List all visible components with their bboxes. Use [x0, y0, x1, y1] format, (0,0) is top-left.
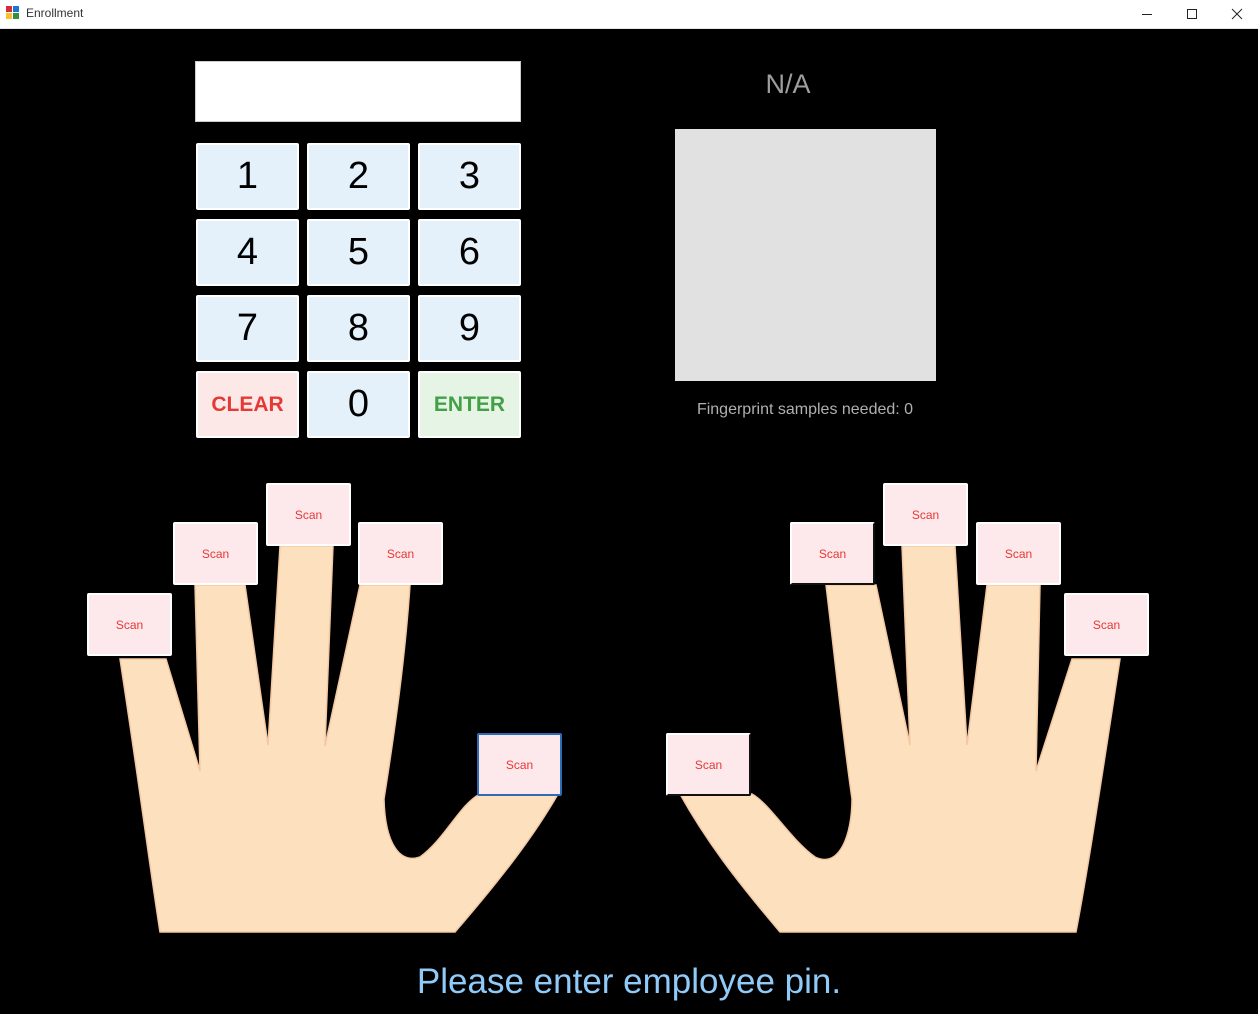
scan-right-index-button[interactable]: Scan [790, 522, 875, 585]
right-hand [678, 545, 1121, 933]
maximize-icon [1186, 9, 1197, 19]
enter-button[interactable]: ENTER [418, 371, 521, 438]
scan-left-middle-button[interactable]: Scan [266, 483, 351, 546]
employee-name: N/A [765, 69, 811, 99]
scan-right-thumb-button[interactable]: Scan [666, 733, 751, 796]
key-7[interactable]: 7 [196, 295, 299, 362]
app-icon [6, 6, 20, 20]
key-4[interactable]: 4 [196, 219, 299, 286]
minimize-button[interactable] [1124, 0, 1169, 28]
clear-button[interactable]: CLEAR [196, 371, 299, 438]
scan-right-middle-button[interactable]: Scan [883, 483, 968, 546]
maximize-button[interactable] [1169, 0, 1214, 28]
window-title: Enrollment [26, 6, 84, 20]
close-icon [1231, 8, 1242, 20]
title-bar: Enrollment [0, 0, 1258, 29]
left-hand [119, 545, 560, 933]
scan-left-ring-button[interactable]: Scan [173, 522, 258, 585]
key-8[interactable]: 8 [307, 295, 410, 362]
scan-left-index-button[interactable]: Scan [358, 522, 443, 585]
key-1[interactable]: 1 [196, 143, 299, 210]
minimize-icon [1141, 14, 1152, 15]
enrollment-panel: 1 2 3 4 5 6 7 8 9 CLEAR 0 ENTER N/A Fing… [0, 29, 1258, 1014]
key-6[interactable]: 6 [418, 219, 521, 286]
scan-left-thumb-button[interactable]: Scan [477, 733, 562, 796]
fingerprint-preview [675, 129, 936, 381]
fingerprint-status: Fingerprint samples needed: 0 [696, 401, 914, 418]
key-9[interactable]: 9 [418, 295, 521, 362]
status-message: Please enter employee pin. [416, 962, 842, 1001]
key-0[interactable]: 0 [307, 371, 410, 438]
pin-input[interactable] [195, 61, 521, 122]
scan-right-ring-button[interactable]: Scan [976, 522, 1061, 585]
key-5[interactable]: 5 [307, 219, 410, 286]
key-3[interactable]: 3 [418, 143, 521, 210]
scan-right-pinky-button[interactable]: Scan [1064, 593, 1149, 656]
hands-illustration [119, 545, 1121, 933]
key-2[interactable]: 2 [307, 143, 410, 210]
scan-left-pinky-button[interactable]: Scan [87, 593, 172, 656]
close-button[interactable] [1214, 0, 1258, 28]
